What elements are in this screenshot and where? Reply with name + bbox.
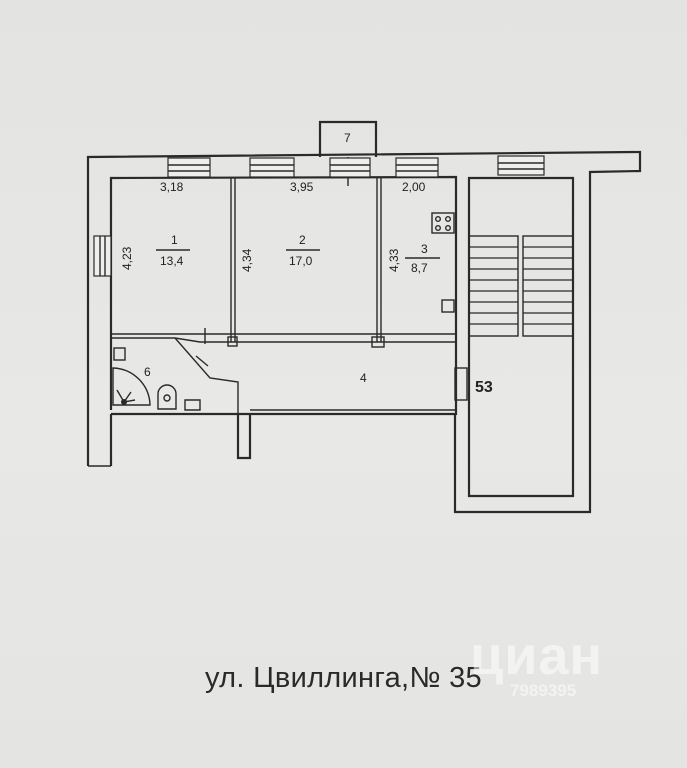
bathroom-fixtures	[112, 347, 177, 410]
room-1-width: 3,18	[160, 180, 184, 194]
stair-label: 53	[475, 379, 493, 396]
room-2-depth: 4,34	[240, 248, 254, 272]
room-7-number: 7	[344, 131, 351, 145]
stair-steps	[469, 246, 573, 325]
room-6-number: 6	[144, 365, 151, 379]
window-stair	[497, 155, 545, 176]
window-room-1	[167, 157, 211, 178]
window-side	[93, 235, 112, 277]
window-room-2	[249, 157, 295, 178]
stove-icon	[431, 212, 455, 234]
watermark-logo: циан	[470, 626, 604, 686]
partitions	[111, 178, 456, 415]
window-room-3	[395, 157, 439, 178]
room-2-width: 3,95	[290, 180, 314, 194]
dimension-labels: 3,18 3,95 2,00 4,23 4,34 4,33	[120, 180, 426, 272]
kitchen-fixtures	[431, 212, 455, 313]
room-3-width: 2,00	[402, 180, 426, 194]
address-caption: ул. Цвиллинга,№ 35	[205, 662, 482, 694]
room-3-number: 3	[421, 242, 428, 256]
shower-icon	[112, 367, 151, 406]
outer-walls	[86, 150, 642, 514]
entrance-door	[454, 367, 468, 401]
room-labels: 1 13,4 2 17,0 3 8,7 4 6 7 53	[144, 131, 493, 396]
room-3-depth: 4,33	[387, 248, 401, 272]
toilet-icon	[157, 384, 177, 410]
kitchen-sink-icon	[441, 299, 455, 313]
room-1-depth: 4,23	[120, 246, 134, 270]
room-1-area: 13,4	[160, 254, 184, 268]
watermark-id: 7989395	[510, 681, 577, 700]
stairwell	[454, 176, 575, 498]
room-2-area: 17,0	[289, 254, 313, 268]
balcony-door	[329, 157, 371, 178]
sink-icon	[113, 347, 126, 361]
room-1-number: 1	[171, 233, 178, 247]
room-3-area: 8,7	[411, 261, 428, 275]
room-4-number: 4	[360, 371, 367, 385]
room-2-number: 2	[299, 233, 306, 247]
watermark: циан 7989395	[470, 625, 603, 701]
windows	[93, 155, 545, 277]
